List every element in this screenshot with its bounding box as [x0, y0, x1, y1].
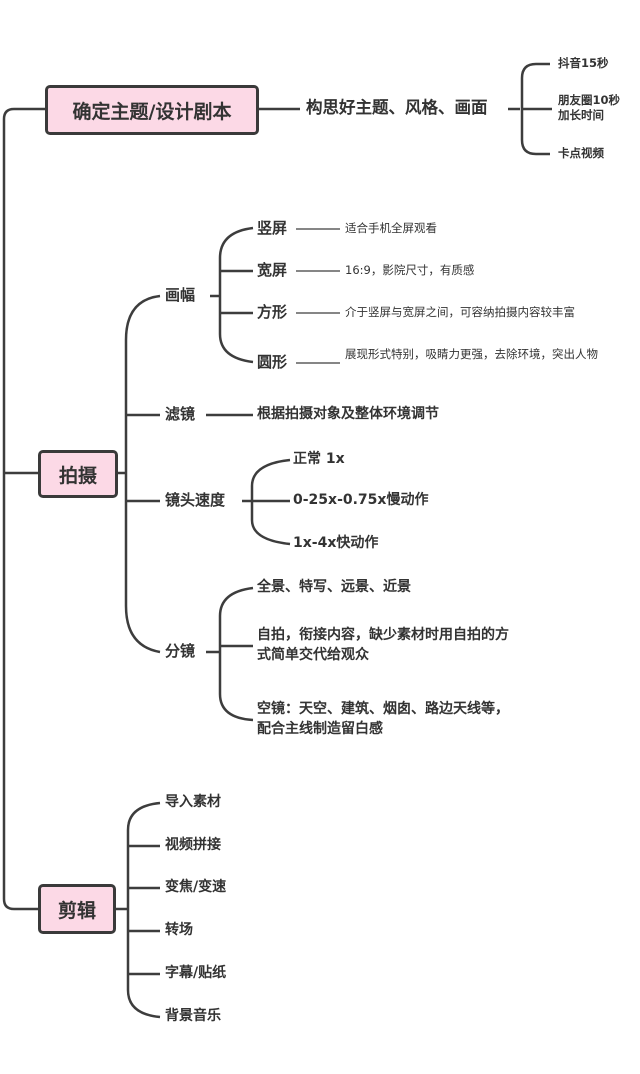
- node-zoom-speed[interactable]: 变焦/变速: [165, 879, 227, 895]
- topic-editing[interactable]: 剪辑: [38, 884, 116, 934]
- node-import-media[interactable]: 导入素材: [165, 794, 221, 810]
- desc-frame-wide: 16:9，影院尺寸，有质感: [345, 263, 475, 277]
- node-moments-10s-line2: 加长时间: [558, 107, 604, 122]
- node-filter[interactable]: 滤镜: [165, 405, 196, 423]
- node-frame-wide[interactable]: 宽屏: [257, 261, 288, 279]
- node-frame-vertical[interactable]: 竖屏: [257, 219, 288, 237]
- node-speed-slow[interactable]: 0-25x-0.75x慢动作: [293, 492, 429, 508]
- node-subtitles-stickers[interactable]: 字幕/贴纸: [165, 965, 227, 981]
- topic-script-design[interactable]: 确定主题/设计剧本: [45, 85, 259, 135]
- node-frame-round[interactable]: 圆形: [257, 353, 288, 371]
- node-transition[interactable]: 转场: [165, 922, 193, 938]
- node-storyboard-selfie[interactable]: 自拍，衔接内容，缺少素材时用自拍的方式简单交代给观众: [257, 627, 509, 664]
- node-beat-video[interactable]: 卡点视频: [558, 146, 604, 160]
- node-lens-speed[interactable]: 镜头速度: [165, 491, 226, 509]
- node-frame[interactable]: 画幅: [165, 286, 196, 304]
- desc-frame-vertical: 适合手机全屏观看: [345, 221, 437, 235]
- node-storyboard-empty-shot[interactable]: 空镜：天空、建筑、烟囱、路边天线等，配合主线制造留白感: [257, 701, 509, 738]
- desc-frame-square: 介于竖屏与宽屏之间，可容纳拍摄内容较丰富: [345, 305, 575, 319]
- node-moments-10s-line1: 朋友圈10秒: [558, 93, 621, 107]
- node-frame-square[interactable]: 方形: [257, 303, 288, 321]
- desc-frame-round: 展现形式特别，吸睛力更强，去除环境，突出人物: [345, 347, 598, 361]
- node-moments-10s[interactable]: 朋友圈10秒 加长时间: [558, 93, 620, 123]
- node-speed-fast[interactable]: 1x-4x快动作: [293, 535, 379, 551]
- node-video-splice[interactable]: 视频拼接: [165, 837, 221, 853]
- node-douyin-15s[interactable]: 抖音15秒: [558, 56, 609, 70]
- desc-filter[interactable]: 根据拍摄对象及整体环境调节: [257, 406, 439, 422]
- topic-shooting[interactable]: 拍摄: [38, 450, 118, 498]
- node-bgm[interactable]: 背景音乐: [165, 1008, 221, 1024]
- node-concept[interactable]: 构思好主题、风格、画面: [306, 98, 488, 117]
- node-storyboard[interactable]: 分镜: [165, 642, 196, 660]
- node-storyboard-shots[interactable]: 全景、特写、远景、近景: [257, 579, 411, 595]
- node-speed-normal[interactable]: 正常 1x: [293, 451, 345, 467]
